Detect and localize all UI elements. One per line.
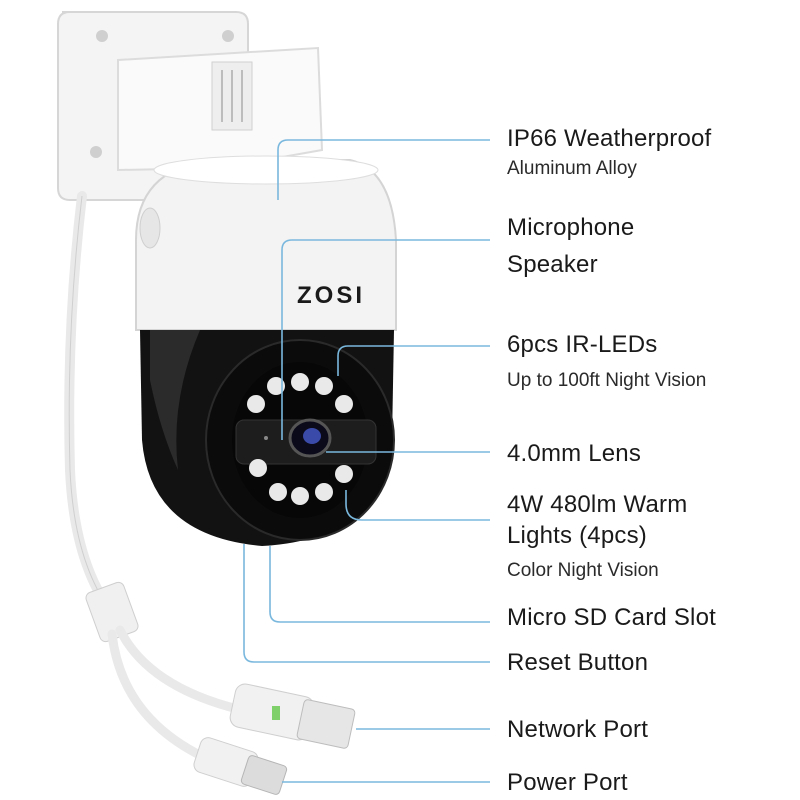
callout-lines xyxy=(243,139,490,783)
feature-ir-leds-title: 6pcs IR-LEDs xyxy=(507,331,658,358)
feature-weatherproof-subtitle: Aluminum Alloy xyxy=(507,158,637,179)
feature-sd-slot-title: Micro SD Card Slot xyxy=(507,604,716,631)
camera-housing xyxy=(135,155,397,331)
camera-dome xyxy=(140,330,395,546)
callout-line-ir-leds xyxy=(337,345,490,376)
feature-network-title: Network Port xyxy=(507,716,649,743)
power-port-connector xyxy=(193,737,288,795)
feature-speaker-title: Speaker xyxy=(507,251,598,278)
callout-line-sd-slot xyxy=(269,546,490,623)
brand-logo: ZOSI xyxy=(297,282,365,309)
network-port-connector xyxy=(229,683,356,749)
feature-weatherproof-title: IP66 Weatherproof xyxy=(507,125,712,152)
feature-power-title: Power Port xyxy=(507,769,628,796)
cable xyxy=(64,191,255,765)
callout-line-warm-lights xyxy=(345,490,490,521)
feature-microphone-title: Microphone xyxy=(507,214,635,241)
feature-ir-leds-subtitle: Up to 100ft Night Vision xyxy=(507,370,707,391)
wall-mount-bracket xyxy=(57,11,324,201)
feature-lens-title: 4.0mm Lens xyxy=(507,440,642,467)
feature-warm-lights-title: 4W 480lm Warm xyxy=(507,491,688,518)
feature-warm-lights-title-2: Lights (4pcs) xyxy=(507,522,647,549)
feature-warm-lights-subtitle: Color Night Vision xyxy=(507,560,659,581)
feature-reset-title: Reset Button xyxy=(507,649,649,676)
callout-line-microphone xyxy=(281,239,490,440)
callout-line-reset xyxy=(243,544,490,663)
callout-line-weatherproof xyxy=(277,139,490,200)
